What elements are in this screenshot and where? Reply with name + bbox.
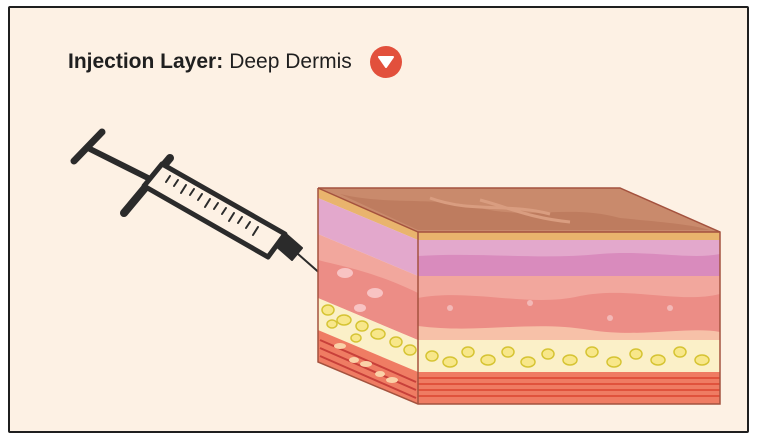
injection-panel: Injection Layer: Deep Dermis bbox=[8, 6, 749, 433]
skin-layers-block bbox=[318, 188, 720, 404]
syringe-icon bbox=[74, 132, 356, 305]
injection-illustration bbox=[10, 8, 749, 433]
